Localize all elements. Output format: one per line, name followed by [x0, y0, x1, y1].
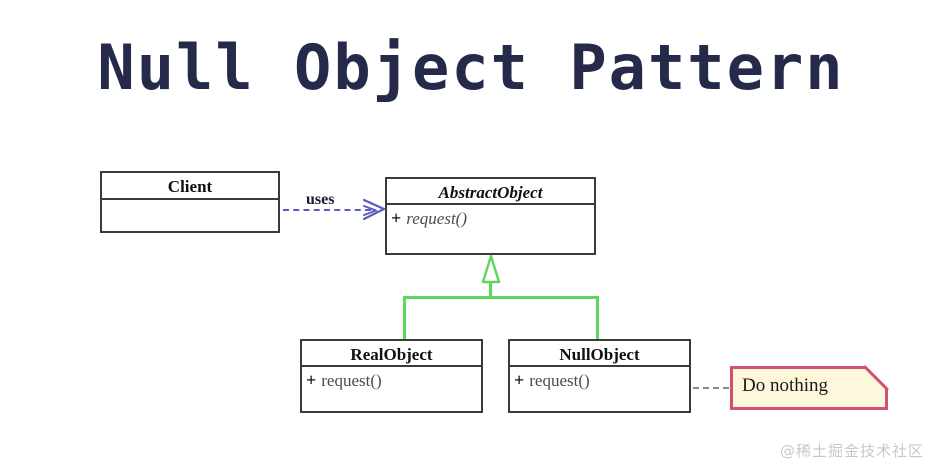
uml-member-realobject-request: +request()	[306, 370, 481, 392]
dependency-label-uses: uses	[303, 192, 338, 208]
uml-class-abstractobject-body: +request()	[387, 205, 594, 253]
generalization-drop-nullobject	[596, 296, 599, 340]
visibility-marker-public: +	[306, 370, 317, 390]
generalization-hollow-triangle-icon	[481, 254, 501, 284]
uml-class-abstractobject-name: AbstractObject	[387, 179, 594, 205]
generalization-drop-realobject	[403, 296, 406, 340]
watermark: @稀土掘金技术社区	[779, 442, 924, 460]
visibility-marker-public: +	[514, 370, 525, 390]
uml-member-nullobject-request: +request()	[514, 370, 689, 392]
uml-note-do-nothing[interactable]: Do nothing	[730, 365, 889, 410]
generalization-stem	[489, 282, 492, 299]
uml-class-realobject-body: +request()	[302, 367, 481, 411]
uml-class-nullobject-body: +request()	[510, 367, 689, 411]
member-signature: request()	[321, 371, 382, 390]
member-signature: request()	[529, 371, 590, 390]
visibility-marker-public: +	[391, 208, 402, 228]
dependency-line-uses	[283, 209, 371, 211]
page-title: Null Object Pattern	[97, 31, 845, 104]
dependency-open-arrowhead-icon	[362, 198, 386, 221]
note-fold-edge-icon	[863, 365, 889, 391]
note-body	[730, 366, 888, 410]
uml-class-client[interactable]: Client	[100, 171, 280, 233]
uml-class-nullobject-name: NullObject	[510, 341, 689, 367]
note-connector-line	[693, 387, 729, 389]
uml-class-client-name: Client	[102, 173, 278, 200]
uml-class-client-body	[102, 200, 278, 231]
generalization-branch-bar	[403, 296, 599, 299]
member-signature: request()	[406, 209, 468, 228]
uml-class-abstractobject[interactable]: AbstractObject +request()	[385, 177, 596, 255]
uml-class-realobject[interactable]: RealObject +request()	[300, 339, 483, 413]
uml-member-abstractobject-request: +request()	[391, 208, 594, 230]
note-text: Do nothing	[742, 375, 829, 396]
uml-class-nullobject[interactable]: NullObject +request()	[508, 339, 691, 413]
uml-class-realobject-name: RealObject	[302, 341, 481, 367]
